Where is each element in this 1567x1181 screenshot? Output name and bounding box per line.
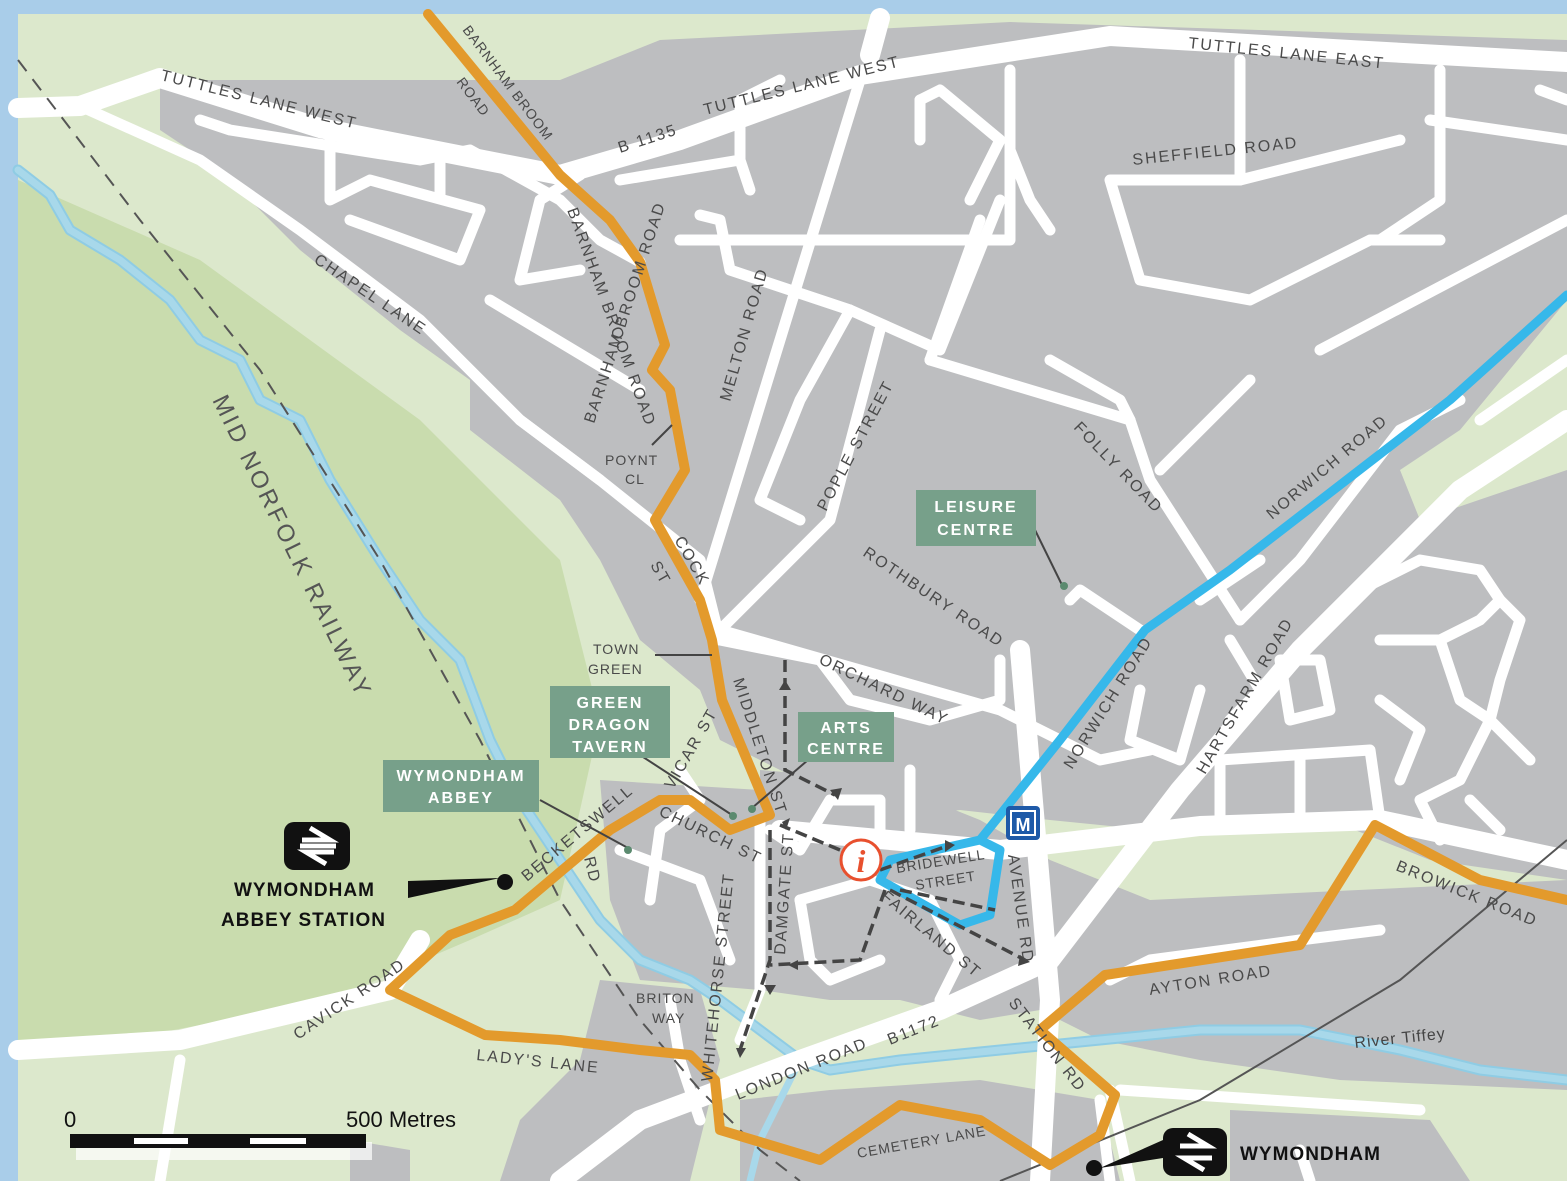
- station-pointer-2: [1100, 1140, 1163, 1168]
- scale-end: 500 Metres: [346, 1107, 456, 1132]
- station-wymondham-abbey[interactable]: WYMONDHAM ABBEY STATION: [221, 822, 513, 931]
- poi-wymondham-abbey[interactable]: WYMONDHAM ABBEY: [383, 760, 539, 812]
- poi-arts-centre[interactable]: ARTS CENTRE: [798, 712, 894, 762]
- poi-arts-line1: ARTS: [820, 720, 872, 737]
- scale-bar: 0 500 Metres: [64, 1107, 456, 1160]
- station-wymondham-label: WYMONDHAM: [1240, 1144, 1381, 1165]
- label-town: TOWN: [593, 641, 640, 657]
- label-briton: BRITON: [636, 990, 695, 1006]
- poi-green-line1: GREEN: [577, 695, 644, 712]
- poi-leisure-line2: CENTRE: [937, 522, 1015, 539]
- roads: [8, 8, 1567, 1181]
- tourist-info-icon[interactable]: i: [839, 838, 883, 882]
- station-abbey-line2: ABBEY STATION: [221, 910, 386, 931]
- leader-lines: [539, 424, 1063, 849]
- poi-leisure-line1: LEISURE: [934, 499, 1017, 516]
- walking-trail: [738, 660, 1026, 1051]
- river-tiffey: [12, 164, 1567, 1181]
- rail-symbol-icon-2: [1174, 1131, 1218, 1173]
- poi-abbey-line1: WYMONDHAM: [396, 768, 525, 785]
- info-icon-glyph: i: [857, 843, 866, 879]
- poi-green-line2: DRAGON: [568, 717, 651, 734]
- station-abbey-line1: WYMONDHAM: [234, 880, 375, 901]
- station-wymondham[interactable]: WYMONDHAM: [1086, 1128, 1381, 1176]
- orange-route: [385, 9, 1567, 1170]
- museum-icon-glyph: M: [1016, 815, 1031, 835]
- rail-symbol-icon: [296, 825, 340, 867]
- poi-abbey-line2: ABBEY: [428, 790, 494, 807]
- label-green: GREEN: [588, 661, 643, 677]
- museum-icon[interactable]: M: [1006, 806, 1040, 840]
- scale-zero: 0: [64, 1107, 76, 1132]
- label-cl: CL: [625, 471, 645, 487]
- poi-arts-line2: CENTRE: [807, 741, 885, 758]
- station-dot: [497, 874, 513, 890]
- label-way: WAY: [652, 1010, 685, 1026]
- greenspace-west: [18, 180, 600, 1060]
- station-dot-2: [1086, 1160, 1102, 1176]
- poi-green-dragon-tavern[interactable]: GREEN DRAGON TAVERN: [550, 686, 670, 758]
- label-rd: RD: [580, 855, 603, 885]
- station-pointer: [408, 878, 500, 898]
- label-poynt: POYNT: [605, 452, 658, 468]
- trail-arrowheads: [736, 680, 1030, 1058]
- poi-dots: [624, 582, 1068, 854]
- poi-green-line3: TAVERN: [572, 739, 647, 756]
- poi-leisure-centre[interactable]: LEISURE CENTRE: [916, 490, 1036, 546]
